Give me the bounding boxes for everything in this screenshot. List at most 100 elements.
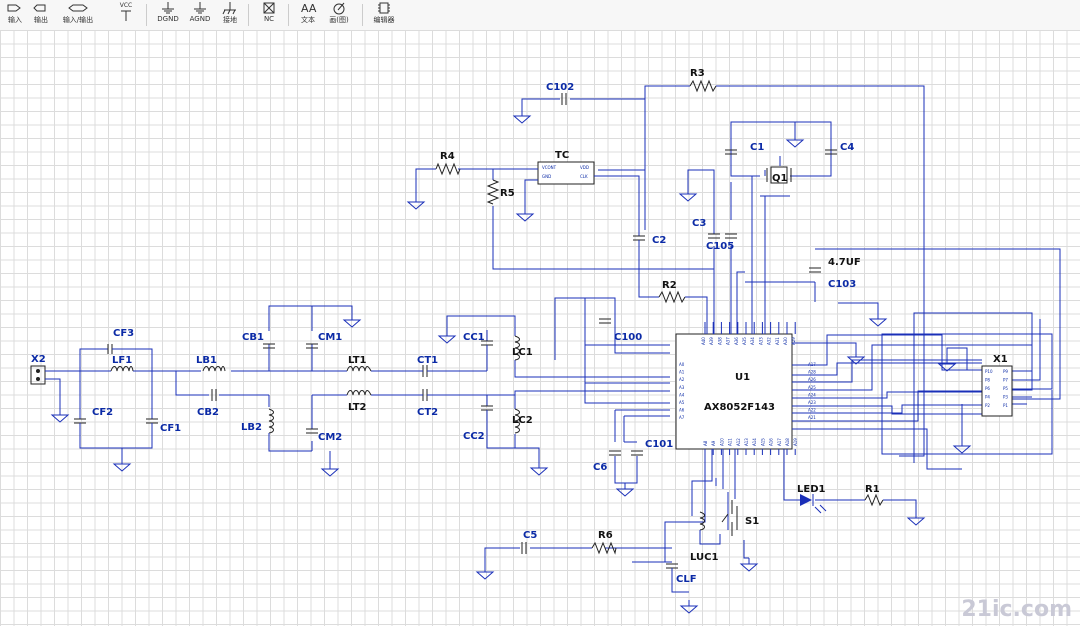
schematic-drawing: A0A1A2A3A4A5A6A7A17A28A26A25A24A23A22A21… (30, 68, 1061, 614)
capacitor-c102[interactable] (561, 93, 567, 105)
toolbar: 输入 输出 输入/输出 VCC DGND AGND 接地 NC AA 文本 画(… (0, 0, 1080, 31)
capacitor-c101[interactable] (631, 450, 643, 456)
label-tc: TC (555, 150, 569, 161)
bidir-port-button[interactable]: 输入/输出 (58, 1, 98, 25)
label-c103: C103 (828, 279, 856, 290)
label-cb2: CB2 (197, 407, 219, 418)
capacitor-cc1[interactable] (481, 340, 493, 356)
inductor-lb1[interactable] (202, 366, 226, 372)
x1-pin-p5: P5 (1003, 386, 1008, 391)
resistor-r2[interactable] (658, 290, 686, 304)
capacitor-cf3[interactable] (107, 344, 130, 354)
capacitor-ct1[interactable] (419, 365, 431, 377)
u1-pin-a14: A14 (752, 438, 757, 446)
resistor-r1[interactable] (864, 493, 884, 507)
capacitor-c2[interactable] (633, 235, 645, 241)
tc-pin-gnd: GND (542, 174, 551, 179)
output-port-button[interactable]: 输出 (30, 1, 52, 25)
switch-s1[interactable] (721, 500, 738, 536)
capacitor-ct2[interactable] (419, 389, 431, 401)
agnd-icon (194, 2, 206, 14)
capacitor-cm1[interactable] (306, 343, 318, 371)
capacitor-c5[interactable] (521, 542, 527, 554)
resistor-r5[interactable] (486, 179, 500, 205)
u1-pin-a37: A37 (726, 337, 731, 345)
u1-pin-a5: A5 (679, 400, 685, 405)
nc-button[interactable]: NC (258, 1, 280, 23)
label-lt2: LT2 (348, 402, 367, 413)
u1-pin-a29: A29 (791, 337, 796, 345)
output-port-label: 输出 (34, 16, 48, 24)
agnd-button[interactable]: AGND (186, 1, 214, 23)
label-cf3: CF3 (113, 328, 134, 339)
label-c1: C1 (750, 142, 764, 153)
capacitor-c6[interactable] (609, 450, 621, 456)
label-c101: C101 (645, 439, 673, 450)
inductor-luc1[interactable] (699, 511, 721, 545)
u1-pin-a6: A6 (679, 408, 685, 413)
capacitor-cc2[interactable] (481, 405, 493, 431)
u1-pin-a39: A39 (709, 337, 714, 345)
inductor-lt2[interactable] (346, 390, 372, 396)
capacitor-cf1[interactable] (146, 418, 158, 432)
capacitor-c3[interactable] (708, 233, 720, 239)
capacitor-clf[interactable] (666, 563, 678, 575)
tc-pin-clk: CLK (580, 174, 588, 179)
inductor-lc2[interactable] (514, 408, 520, 434)
capacitor-cb2[interactable] (211, 389, 217, 401)
earth-button[interactable]: 接地 (218, 1, 242, 25)
connector-x2[interactable] (30, 365, 46, 385)
label-lc2: LC2 (512, 415, 533, 426)
text-button[interactable]: AA 文本 (296, 1, 320, 25)
ic-u1[interactable] (675, 333, 793, 450)
capacitor-c103[interactable] (809, 267, 821, 273)
capacitor-cm2[interactable] (306, 428, 318, 434)
u1-pin-a32: A32 (767, 337, 772, 345)
capacitor-c1[interactable] (725, 149, 737, 155)
watermark-logo: 21ic.com (961, 597, 1072, 622)
text-icon: AA (301, 2, 317, 15)
u1-pin-a3: A3 (679, 385, 685, 390)
inductor-lb2[interactable] (268, 408, 274, 441)
u1-pin-a12: A12 (736, 438, 741, 446)
connector-x1[interactable] (981, 365, 1013, 417)
u1-pin-a4: A4 (679, 392, 685, 397)
led-led1[interactable] (800, 494, 827, 514)
label-ct2: CT2 (417, 407, 438, 418)
resistor-r6[interactable] (591, 541, 617, 555)
u1-pin-a0: A0 (679, 362, 685, 367)
crystal-q1[interactable] (766, 166, 792, 184)
u1-pin-a30: A30 (783, 337, 788, 345)
x1-pin-p10: P10 (985, 369, 993, 374)
resistor-r4[interactable] (435, 162, 461, 176)
label-cm2: CM2 (318, 432, 342, 443)
inductor-lc1[interactable] (514, 335, 520, 361)
u1-pin-a2: A2 (679, 377, 685, 382)
oscillator-tc[interactable]: VCONT GND VDD CLK (537, 161, 595, 185)
capacitor-c105[interactable] (725, 233, 737, 239)
draw-label: 画(图) (329, 16, 349, 24)
x1-pin-p7: P7 (1003, 378, 1008, 383)
label-cb1: CB1 (242, 332, 264, 343)
capacitor-cb1[interactable] (263, 343, 275, 371)
inductor-lf1[interactable] (110, 366, 134, 372)
u1-pin-a24: A24 (808, 392, 816, 397)
svg-text:AA: AA (301, 2, 317, 15)
label-r6: R6 (598, 530, 613, 541)
u1-pin-a26: A26 (808, 377, 816, 382)
dgnd-button[interactable]: DGND (154, 1, 182, 23)
vcc-icon (121, 10, 131, 21)
vcc-button[interactable]: VCC (114, 1, 138, 23)
capacitor-c4[interactable] (825, 149, 837, 155)
draw-button[interactable]: 画(图) (324, 1, 354, 25)
resistor-r3[interactable] (689, 79, 717, 93)
label-4-7uf: 4.7UF (828, 257, 861, 268)
editor-button[interactable]: 编辑器 (370, 1, 398, 25)
capacitor-c100[interactable] (599, 318, 611, 324)
input-port-button[interactable]: 输入 (4, 1, 26, 25)
label-cm1: CM1 (318, 332, 342, 343)
inductor-lt1[interactable] (346, 366, 372, 372)
capacitor-cf2[interactable] (74, 418, 86, 432)
